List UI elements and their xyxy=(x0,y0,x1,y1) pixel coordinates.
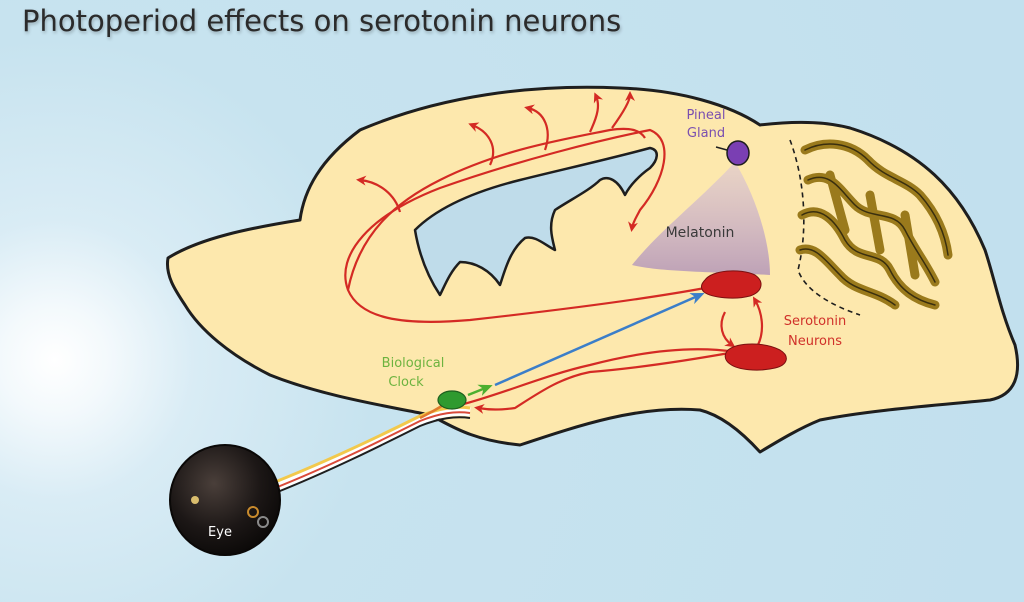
pineal-gland xyxy=(726,140,750,166)
eye: Eye xyxy=(169,444,281,556)
clock-label-line1: Biological xyxy=(382,356,445,371)
melatonin-zone xyxy=(632,162,770,275)
clock-label-line2: Clock xyxy=(388,375,424,390)
optic-nerve xyxy=(273,398,471,494)
serotonin-neuron-lower xyxy=(724,343,787,371)
serotonin-neuron-upper xyxy=(701,270,762,299)
pineal-label-line1: Pineal xyxy=(687,108,726,123)
pineal-label-line2: Gland xyxy=(687,126,725,141)
serotonin-label-line1: Serotonin xyxy=(784,314,846,329)
ventricle xyxy=(413,146,658,297)
page-title: Photoperiod effects on serotonin neurons xyxy=(22,4,622,38)
clock-output-arrow xyxy=(467,384,493,397)
serotonin-label-line2: Neurons xyxy=(788,334,842,349)
biological-clock xyxy=(437,390,467,410)
eye-label: Eye xyxy=(208,525,232,540)
clock-to-serotonin-arrow xyxy=(494,292,705,387)
serotonin-projections xyxy=(344,91,764,414)
cerebellum-boundary xyxy=(789,139,861,316)
melatonin-label: Melatonin xyxy=(666,225,735,241)
